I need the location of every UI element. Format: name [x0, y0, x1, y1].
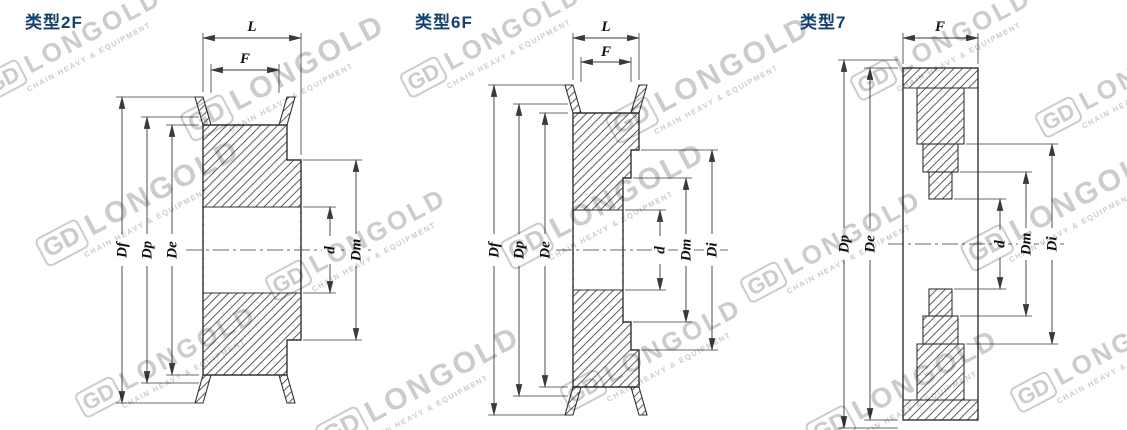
- hub-step: [922, 315, 959, 345]
- flange-top-left: [194, 96, 212, 126]
- dim-6f-Df: Df: [486, 83, 565, 417]
- pulley-type-6f: L F Df Dp De: [486, 19, 728, 417]
- dim-label-d: d: [653, 246, 669, 254]
- rim-hatch-bottom: [903, 400, 978, 420]
- dim-label-Dm: Dm: [349, 239, 365, 263]
- hub-step: [916, 87, 965, 145]
- pulley-6f-body: [556, 84, 728, 416]
- dim-label-L: L: [246, 19, 256, 35]
- flange-bottom-left: [194, 374, 212, 404]
- dim-label-Dm: Dm: [679, 239, 695, 263]
- dim-label-F: F: [239, 51, 250, 67]
- rim-hatch-top: [903, 68, 978, 88]
- diagram-title-7: 类型7: [800, 13, 847, 32]
- diagram-title-2f: 类型2F: [25, 13, 83, 32]
- dim-6f-L: L: [571, 19, 641, 80]
- dim-label-Dp: Dp: [140, 240, 156, 260]
- dim-6f-De: De: [537, 111, 568, 389]
- dim-label-Di: Di: [705, 242, 721, 259]
- dim-label-F: F: [600, 44, 611, 60]
- flange-bottom-left: [564, 386, 582, 416]
- dim-label-Df: Df: [115, 240, 131, 259]
- dim-7-Di: Di: [966, 142, 1061, 346]
- pulley-2f-body: [186, 96, 372, 404]
- pulley-outline: [202, 124, 302, 376]
- flange-bottom-right: [630, 386, 648, 416]
- dim-7-Dm: Dm: [960, 170, 1035, 318]
- pulley-outline: [572, 112, 640, 388]
- dim-6f-Dm: Dm: [633, 176, 695, 324]
- dim-2f-Dp: Dp: [139, 115, 199, 385]
- dim-2f-Dm: Dm: [303, 158, 365, 342]
- dim-7-De: De: [862, 66, 898, 422]
- dim-label-De: De: [165, 241, 181, 260]
- flange-bottom-right: [278, 374, 296, 404]
- dim-7-d: d: [954, 197, 1009, 291]
- dim-2f-F: F: [209, 51, 281, 93]
- dim-label-Dp: Dp: [512, 240, 528, 260]
- hub-step: [916, 343, 965, 401]
- hub-step: [922, 143, 959, 173]
- dim-2f-L: L: [201, 19, 303, 155]
- dim-label-d: d: [323, 246, 339, 254]
- dim-6f-d: d: [625, 208, 669, 292]
- hub-step: [928, 288, 953, 317]
- dim-7-F: F: [901, 19, 980, 64]
- diagram-title-6f: 类型6F: [415, 13, 473, 32]
- dim-6f-Di: Di: [641, 148, 721, 352]
- pulley-type-2f: L F Df Dp De: [114, 19, 372, 405]
- flange-top-right: [278, 96, 296, 126]
- dim-label-L: L: [600, 19, 610, 35]
- dim-2f-d: d: [303, 205, 339, 295]
- dim-2f-De: De: [164, 123, 199, 377]
- flange-top-left: [564, 84, 582, 114]
- dim-6f-F: F: [579, 44, 633, 82]
- dim-7-Dp: Dp: [836, 58, 898, 430]
- dim-label-Dp: Dp: [837, 234, 853, 254]
- dim-label-d: d: [993, 240, 1009, 248]
- dim-label-F: F: [934, 19, 945, 35]
- dim-2f-Df: Df: [114, 95, 195, 405]
- flange-top-right: [630, 84, 648, 114]
- dim-label-Di: Di: [1045, 236, 1061, 253]
- dim-label-De: De: [863, 235, 879, 254]
- dim-label-Df: Df: [487, 240, 503, 259]
- dim-label-De: De: [538, 241, 554, 260]
- dim-6f-Dp: Dp: [511, 102, 568, 398]
- pulley-type-7: F Dp De d Dm: [836, 19, 1064, 430]
- dim-label-Dm: Dm: [1019, 233, 1035, 257]
- hub-step: [928, 171, 953, 200]
- pulley-7-body: [888, 67, 1064, 421]
